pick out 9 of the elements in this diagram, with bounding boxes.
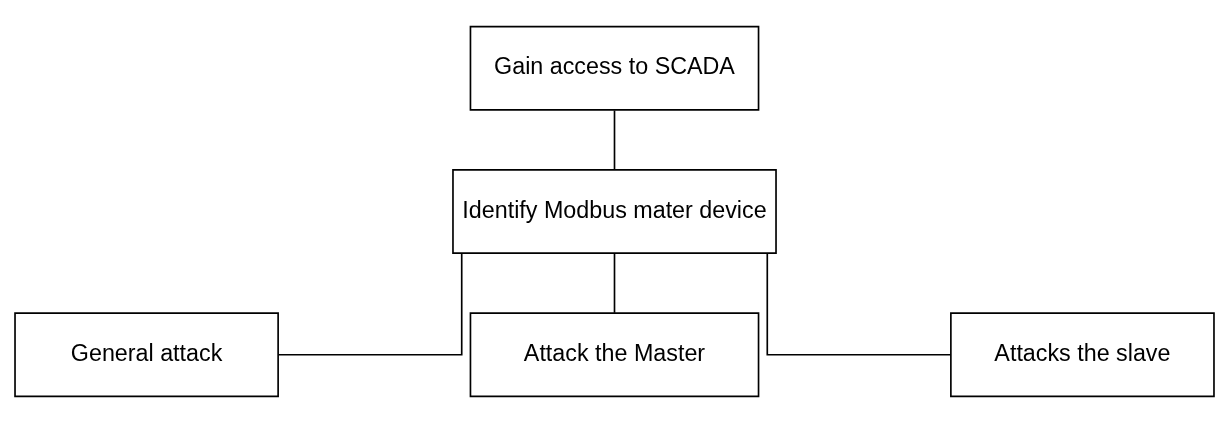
node-box: Gain access to SCADA bbox=[469, 25, 760, 111]
node-box: Attack the Master bbox=[469, 312, 760, 398]
node-box: Attacks the slave bbox=[950, 312, 1215, 398]
connector bbox=[277, 252, 463, 356]
connector bbox=[613, 252, 616, 314]
node-box: General attack bbox=[14, 312, 279, 398]
connector bbox=[613, 109, 616, 171]
node-box: Identify Modbus mater device bbox=[452, 169, 777, 254]
connector bbox=[766, 252, 952, 356]
